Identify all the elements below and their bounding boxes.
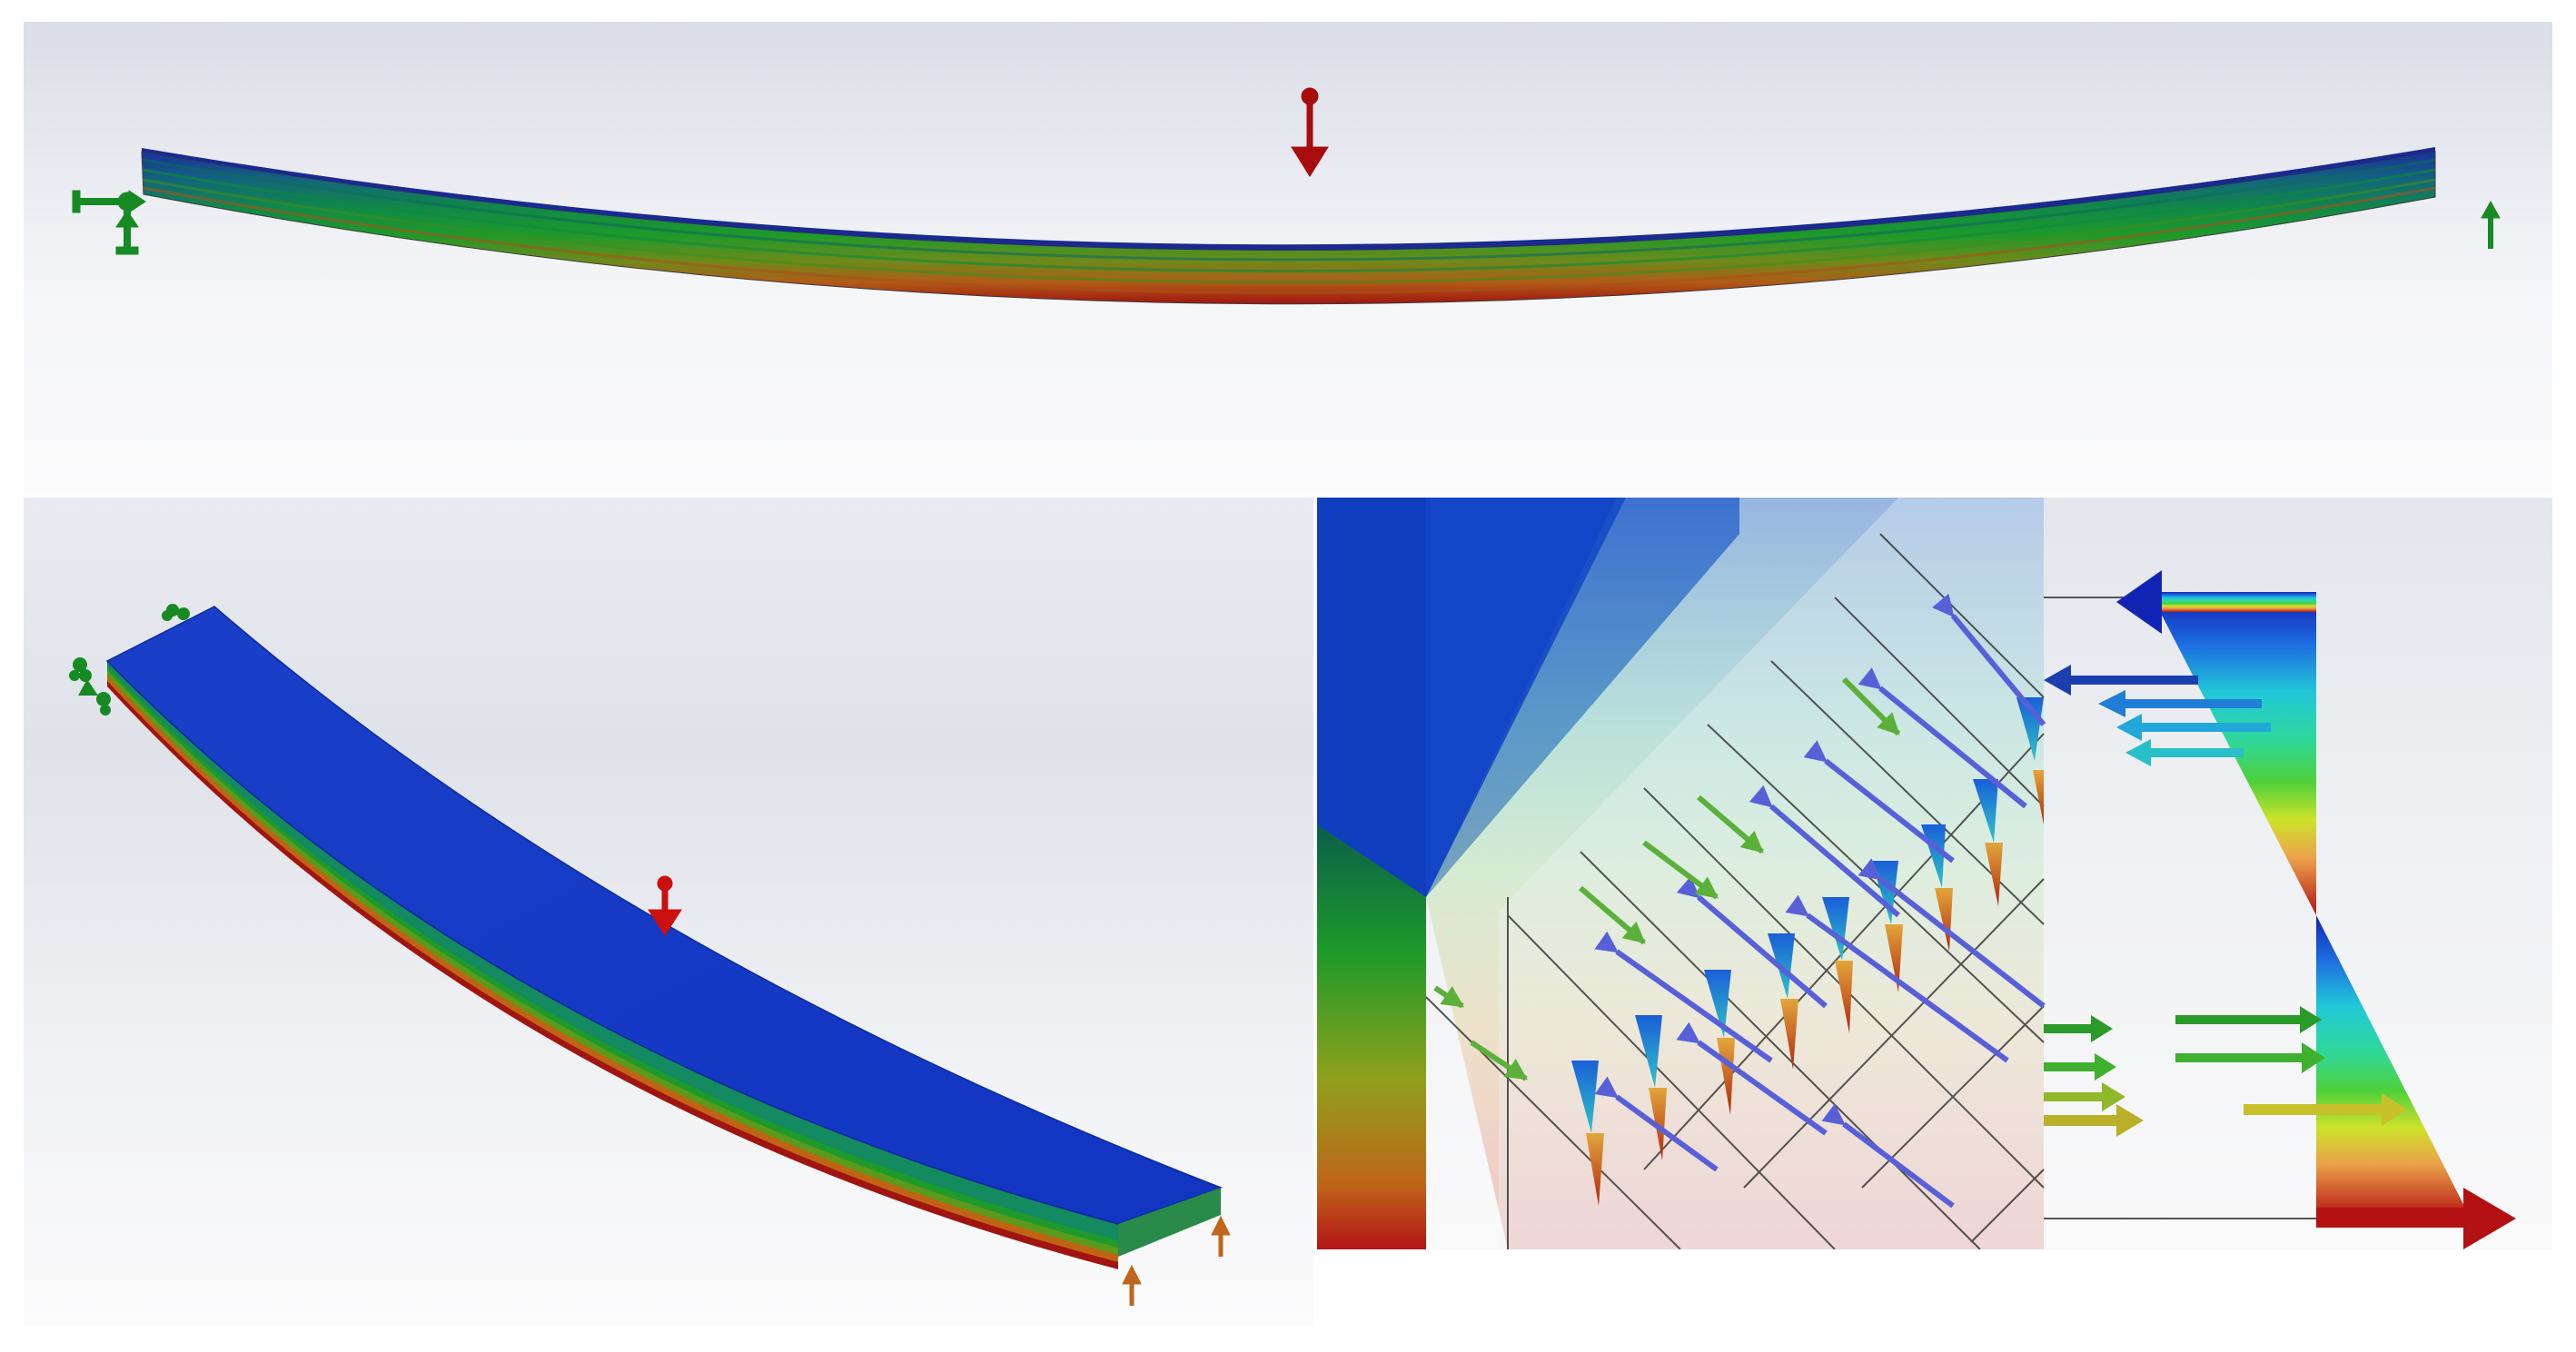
section-detail-panel	[1317, 498, 2552, 1249]
upward-reaction-arrow-icon	[1122, 1215, 1231, 1306]
front-view-canvas	[24, 22, 2552, 494]
roller-support-icon	[2481, 200, 2501, 249]
isometric-view-panel	[24, 498, 1313, 1326]
fixed-hinge-icon	[69, 604, 190, 715]
fixed-hinge-icon	[72, 190, 146, 255]
horizontal-stress-arrows	[2044, 665, 2407, 1137]
front-view-panel	[24, 22, 2552, 494]
section-detail-canvas	[1317, 498, 2552, 1249]
downward-force-arrow-icon	[648, 875, 682, 936]
internal-stress-arrows	[1433, 593, 2046, 1209]
isometric-view-canvas	[24, 498, 1313, 1326]
downward-force-arrow-icon	[1291, 87, 1329, 177]
beam-front	[141, 147, 2436, 305]
beam-isometric	[105, 606, 1224, 1269]
